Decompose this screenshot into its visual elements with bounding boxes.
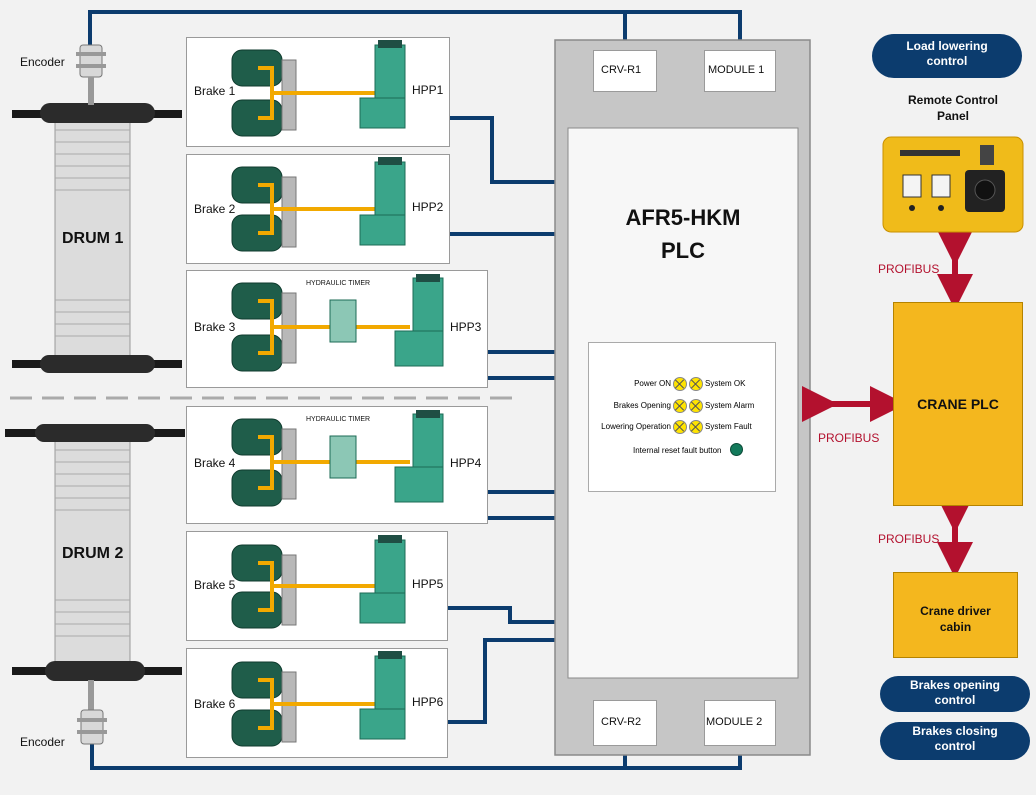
brake-3-label: Brake 3 — [194, 320, 236, 334]
hpp-2-label: HPP2 — [412, 200, 444, 214]
encoder-bottom-label: Encoder — [20, 735, 65, 749]
encoder-top-icon — [76, 44, 106, 105]
module-1-label: MODULE 1 — [708, 64, 765, 76]
brakes-closing-control-button[interactable]: Brakes closing control — [880, 722, 1030, 760]
led-system-alarm-icon — [689, 399, 703, 413]
indicator-system-alarm-label: System Alarm — [705, 401, 755, 410]
led-lowering-operation-icon — [673, 420, 687, 434]
drum-2-label: DRUM 2 — [62, 545, 124, 562]
hpp-3-label: HPP3 — [450, 320, 482, 334]
crv-r2-label: CRV-R2 — [601, 716, 642, 728]
timer-4-label: HYDRAULIC TIMER — [306, 416, 371, 423]
brake-4-label: Brake 4 — [194, 456, 236, 470]
reset-fault-button[interactable] — [730, 443, 743, 456]
load-lowering-control-button[interactable]: Load lowering control — [872, 34, 1022, 78]
brake-2-label: Brake 2 — [194, 202, 236, 216]
crane-plc-box — [893, 302, 1023, 506]
module-1-box — [704, 50, 776, 92]
led-system-fault-icon — [689, 420, 703, 434]
drum-1 — [12, 103, 182, 373]
indicator-brakes-opening-label: Brakes Opening — [613, 401, 671, 410]
brake-6-label: Brake 6 — [194, 697, 236, 711]
hpp-4-label: HPP4 — [450, 456, 482, 470]
encoder-bottom-icon — [77, 680, 107, 745]
led-system-ok-icon — [689, 377, 703, 391]
hpp-6-label: HPP6 — [412, 695, 444, 709]
hpp-1-label: HPP1 — [412, 83, 444, 97]
timer-3-label: HYDRAULIC TIMER — [306, 280, 371, 287]
led-power-on-icon — [673, 377, 687, 391]
brake-1-label: Brake 1 — [194, 84, 236, 98]
profibus-arrows — [802, 230, 973, 578]
crv-r1-module — [593, 50, 657, 92]
remote-control-panel-icon — [882, 136, 1024, 233]
crane-driver-cabin-line1: Crane driver — [920, 604, 991, 618]
indicator-system-ok-label: System OK — [705, 379, 746, 388]
remote-panel-title-line2: Panel — [936, 109, 969, 123]
drum-2 — [5, 424, 185, 681]
indicator-power-on-label: Power ON — [634, 379, 671, 388]
profibus-bottom-label: PROFIBUS — [878, 532, 940, 546]
reset-button-label: Internal reset fault button — [633, 446, 722, 455]
plc-indicator-panel: Power ON System OK Brakes Opening System… — [588, 342, 776, 492]
brakes-opening-control-button[interactable]: Brakes opening control — [880, 676, 1030, 712]
plc-title-line1: AFR5-HKM — [625, 205, 741, 230]
hpp-5-label: HPP5 — [412, 577, 444, 591]
crane-plc-label: CRANE PLC — [917, 396, 999, 412]
profibus-mid-label: PROFIBUS — [818, 431, 880, 445]
led-brakes-opening-icon — [673, 399, 687, 413]
module-2-label: MODULE 2 — [706, 716, 763, 728]
module-2-box — [704, 700, 776, 746]
crv-r2-module — [593, 700, 657, 746]
drum-1-label: DRUM 1 — [62, 230, 124, 247]
crane-driver-cabin-line2: cabin — [939, 620, 972, 634]
indicator-system-fault-label: System Fault — [705, 422, 752, 431]
brake-5-label: Brake 5 — [194, 578, 236, 592]
indicator-lowering-operation-label: Lowering Operation — [601, 422, 671, 431]
encoder-top-label: Encoder — [20, 55, 65, 69]
profibus-top-label: PROFIBUS — [878, 262, 940, 276]
remote-panel-title-line1: Remote Control — [908, 93, 998, 107]
crane-driver-cabin-box — [893, 572, 1018, 658]
crv-r1-label: CRV-R1 — [601, 64, 642, 76]
plc-title-line2: PLC — [661, 238, 705, 263]
